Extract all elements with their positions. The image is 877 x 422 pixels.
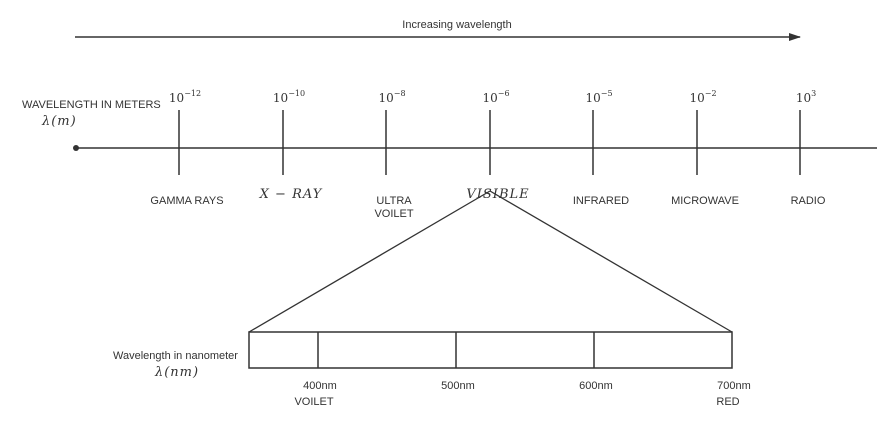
tick-band-name: ULTRA <box>376 195 412 207</box>
tick-exponent-label: 103 <box>796 89 816 105</box>
tick-band-name-line2: VOILET <box>374 208 413 220</box>
tick-band-name: X − RAY <box>259 187 323 202</box>
tick-exponent-label: 10−6 <box>482 89 509 105</box>
increasing-wavelength-label: Increasing wavelength <box>402 19 511 31</box>
visible-expansion-left <box>248 190 491 333</box>
tick-exponent-label: 10−5 <box>585 89 612 105</box>
visible-expansion-right <box>489 190 733 333</box>
nm-value-label: 500nm <box>441 380 475 392</box>
tick-band-name: INFRARED <box>573 195 629 207</box>
visible-band-dividers <box>317 332 595 368</box>
tick-exponent-label: 10−8 <box>378 89 405 105</box>
tick-band-name: MICROWAVE <box>671 195 739 207</box>
tick-band-name: GAMMA RAYS <box>150 195 223 207</box>
tick-exponent-label: 10−12 <box>169 89 201 105</box>
tick-exponent-label: 10−2 <box>689 89 716 105</box>
wavelength-nanometer-label: Wavelength in nanometer <box>113 350 238 362</box>
nm-value-label: 600nm <box>579 380 613 392</box>
lambda-nm-symbol: λ(nm) <box>154 365 199 380</box>
tick-exponent-label: 10−10 <box>273 89 305 105</box>
nm-value-label: 700nm <box>717 380 751 392</box>
tick-band-name: RADIO <box>791 195 826 207</box>
nm-color-label: VOILET <box>294 396 333 408</box>
nm-value-label: 400nm <box>303 380 337 392</box>
tick-band-name: VISIBLE <box>466 187 529 202</box>
wavelength-meters-label: WAVELENGTH IN METERS <box>22 99 161 111</box>
nm-color-label: RED <box>716 396 739 408</box>
visible-band-box <box>248 331 733 369</box>
lambda-m-symbol: λ(m) <box>41 114 77 129</box>
